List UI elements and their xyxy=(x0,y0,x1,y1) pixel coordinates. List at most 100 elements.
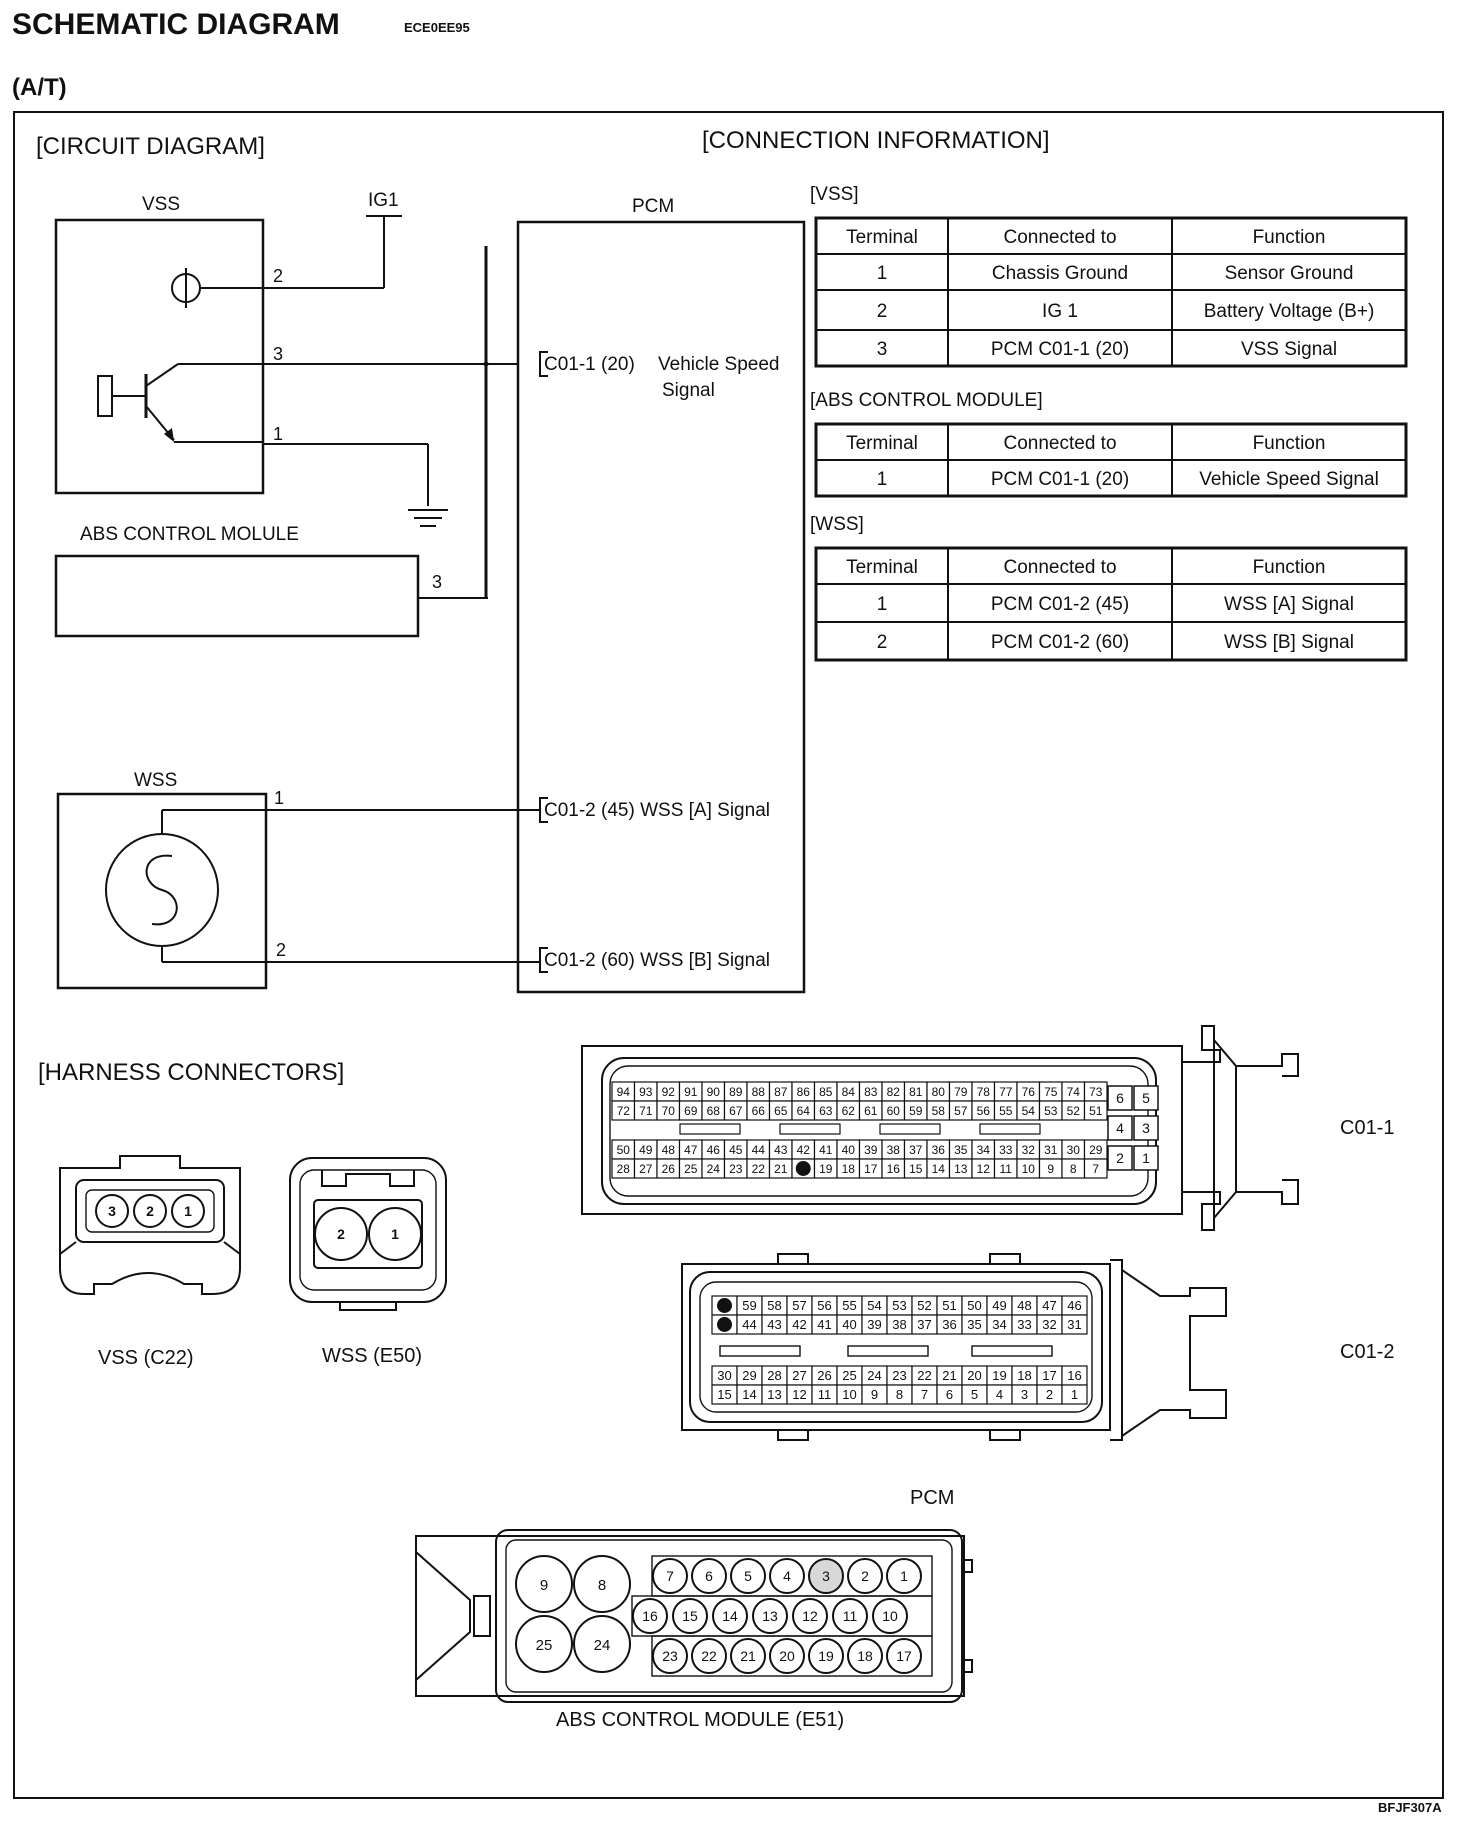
connector-pin xyxy=(1107,1145,1133,1171)
table-header-cell: Terminal xyxy=(846,433,918,454)
footer-code: BFJF307A xyxy=(1378,1800,1442,1815)
pin-number: 56 xyxy=(977,1104,991,1118)
pin-number: 69 xyxy=(684,1104,698,1118)
pin-number: 29 xyxy=(742,1368,756,1383)
pin-number: 13 xyxy=(954,1162,968,1176)
pin-number: 37 xyxy=(917,1317,931,1332)
pin-number: 45 xyxy=(729,1143,743,1157)
wss-pin-1-label: 1 xyxy=(274,788,284,808)
pin-number: 57 xyxy=(792,1298,806,1313)
table-cell: 1 xyxy=(877,594,888,615)
pin-number: 72 xyxy=(617,1104,631,1118)
pin-number: 27 xyxy=(792,1368,806,1383)
circuit-diagram-heading: [CIRCUIT DIAGRAM] xyxy=(36,133,265,160)
table-cell: PCM C01-2 (60) xyxy=(991,632,1129,653)
harness-connectors-heading: [HARNESS CONNECTORS] xyxy=(38,1059,344,1086)
pin-number: 25 xyxy=(536,1637,553,1654)
pin-number: 1 xyxy=(1071,1387,1078,1402)
pin-number: 36 xyxy=(932,1143,946,1157)
connector-pin xyxy=(171,1194,205,1228)
ground-icon xyxy=(408,509,448,527)
vss-box xyxy=(54,218,265,495)
pin-number: 41 xyxy=(817,1317,831,1332)
pcm-vss-signal-line1: Vehicle Speed xyxy=(658,354,780,375)
pin-number: 18 xyxy=(842,1162,856,1176)
connector-pin xyxy=(515,1615,573,1673)
pin-number: 82 xyxy=(887,1085,901,1099)
pin-number: 18 xyxy=(857,1648,873,1664)
pin-number: 12 xyxy=(792,1387,806,1402)
connector-pin xyxy=(1083,1158,1108,1179)
connector-pin xyxy=(832,1598,868,1634)
vss-pin-1-label: 1 xyxy=(273,424,283,444)
pin-number: 26 xyxy=(662,1162,676,1176)
pin-number: 79 xyxy=(954,1085,968,1099)
pin-number: 7 xyxy=(1092,1162,1099,1176)
vss-pin-2-label: 2 xyxy=(273,266,283,286)
pin-number: 87 xyxy=(774,1085,788,1099)
pin-number: 22 xyxy=(752,1162,766,1176)
table-header-cell: Function xyxy=(1253,227,1326,248)
pin-number: 88 xyxy=(752,1085,766,1099)
pin-number: 50 xyxy=(967,1298,981,1313)
connector-pin xyxy=(652,1638,688,1674)
connector-pin xyxy=(133,1194,167,1228)
pin-number: 38 xyxy=(887,1143,901,1157)
pin-number: 33 xyxy=(1017,1317,1031,1332)
c01-2-connector xyxy=(681,1253,1227,1441)
abs-connector-label: ABS CONTROL MODULE (E51) xyxy=(556,1709,844,1731)
pin-number: 9 xyxy=(540,1577,548,1594)
connection-table xyxy=(814,216,1408,368)
pin-number: 14 xyxy=(722,1608,738,1624)
pin-number: 12 xyxy=(802,1608,818,1624)
pin-number: 64 xyxy=(797,1104,811,1118)
pin-number: 51 xyxy=(942,1298,956,1313)
pin-number: 7 xyxy=(666,1568,674,1584)
pin-number: 44 xyxy=(742,1317,756,1332)
pin-number: 92 xyxy=(662,1085,676,1099)
pin-number: 84 xyxy=(842,1085,856,1099)
pin-number: 6 xyxy=(705,1568,713,1584)
pin-number: 54 xyxy=(867,1298,881,1313)
table-header-cell: Connected to xyxy=(1003,227,1116,248)
connector-pin xyxy=(886,1558,922,1594)
pin-number: 43 xyxy=(767,1317,781,1332)
pin-number: 51 xyxy=(1089,1104,1103,1118)
pin-number: 14 xyxy=(742,1387,756,1402)
table-header-cell: Connected to xyxy=(1003,433,1116,454)
pin-number: 9 xyxy=(871,1387,878,1402)
filled-pin-marker xyxy=(717,1298,732,1313)
connector-pin xyxy=(368,1207,422,1261)
pin-number: 20 xyxy=(779,1648,795,1664)
pin-number: 1 xyxy=(184,1203,192,1219)
ig1-label: IG1 xyxy=(368,190,399,211)
pin-number: 23 xyxy=(729,1162,743,1176)
connection-info-heading: [CONNECTION INFORMATION] xyxy=(702,127,1050,154)
pin-number: 24 xyxy=(867,1368,881,1383)
pin-number: 27 xyxy=(639,1162,653,1176)
pin-number: 8 xyxy=(598,1577,606,1594)
connector-pin xyxy=(808,1638,844,1674)
pin-number: 76 xyxy=(1022,1085,1036,1099)
connector-pin xyxy=(886,1638,922,1674)
connector-pin xyxy=(1133,1115,1159,1141)
pin-number: 13 xyxy=(767,1387,781,1402)
pin-number: 14 xyxy=(932,1162,946,1176)
pin-number: 59 xyxy=(909,1104,923,1118)
pin-number: 71 xyxy=(639,1104,653,1118)
diagram-frame xyxy=(13,111,1444,1799)
connector-pin xyxy=(573,1555,631,1613)
pin-number: 8 xyxy=(896,1387,903,1402)
pin-number: 2 xyxy=(1116,1150,1124,1166)
c01-2-label: C01-2 xyxy=(1340,1341,1394,1363)
pin-number: 3 xyxy=(822,1568,830,1584)
connector-pin xyxy=(1107,1115,1133,1141)
pin-number: 5 xyxy=(744,1568,752,1584)
pcm-vss-signal-line2: Signal xyxy=(662,380,715,401)
pin-number: 58 xyxy=(932,1104,946,1118)
